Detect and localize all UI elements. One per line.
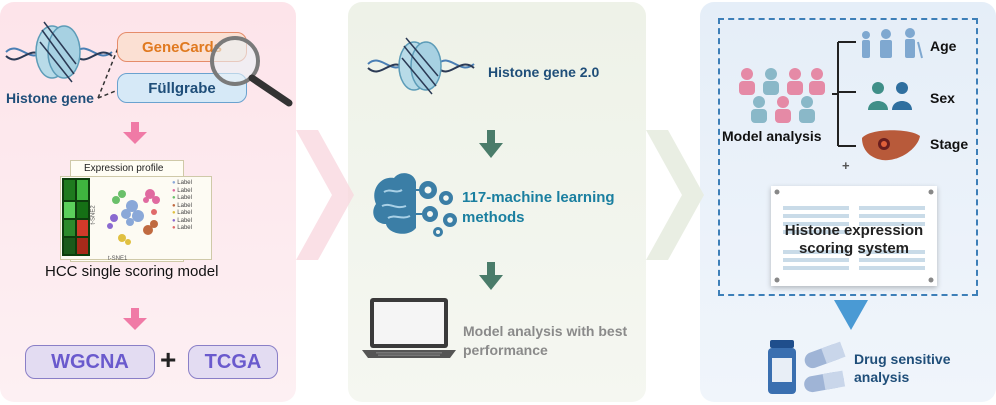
plus-sign: +: [842, 158, 850, 173]
magnifier-icon: [210, 36, 293, 107]
sex-group-icon: [868, 82, 912, 110]
heatmap-strip: [62, 178, 90, 256]
tcga-box: TCGA: [188, 345, 278, 379]
plus-sign: +: [160, 344, 177, 375]
dashed-connector: [97, 47, 119, 99]
ml-methods-line2: methods: [462, 209, 525, 226]
laptop-icon: [362, 298, 456, 358]
ml-methods-line1: 117-machine learning: [462, 189, 615, 206]
legend-item: ● Label: [172, 187, 192, 194]
best-performance-line1: Model analysis with best: [463, 323, 628, 339]
arrow-down-icon: [479, 130, 503, 158]
legend-item: ● Label: [172, 225, 192, 231]
best-performance-label: Model analysis with best performance: [463, 322, 627, 360]
arrow-down-icon: [123, 308, 147, 330]
model-analysis-frame: [718, 18, 978, 296]
histone-gene-2-label: Histone gene 2.0: [488, 64, 600, 80]
legend-item: ● Label: [172, 210, 192, 216]
nucleosome-icon: [367, 37, 475, 95]
legend-item-label: Label: [177, 202, 192, 209]
legend-item-label: Label: [177, 217, 192, 224]
age-label: Age: [930, 38, 957, 54]
wgcna-box: WGCNA: [25, 345, 155, 379]
model-analysis-label: Model analysis: [722, 128, 822, 144]
patient-group-icon: [739, 68, 825, 123]
scoring-system-label: Histone expression scoring system: [771, 222, 937, 258]
age-group-icon: [862, 28, 923, 59]
legend-item-label: Label: [177, 180, 192, 186]
legend-item-label: Label: [177, 210, 192, 216]
expression-profile-title: Expression profile: [84, 163, 164, 174]
legend-item: ● Label: [172, 202, 192, 209]
bracket: [832, 41, 856, 147]
arrow-down-icon: [834, 300, 868, 330]
tsne-scatter: [107, 189, 160, 245]
arrow-down-icon: [123, 122, 147, 144]
liver-icon: [862, 130, 920, 161]
tsne-ylabel: t-SNE2: [90, 205, 97, 225]
best-performance-line2: performance: [463, 342, 548, 358]
brain-gears-icon: [373, 173, 457, 237]
chevron-right-icon: [646, 130, 704, 260]
legend-item-label: Label: [177, 187, 192, 194]
legend-item: ● Label: [172, 180, 192, 186]
scoring-line1: Histone expression: [784, 222, 924, 239]
drug-line1: Drug sensitive: [854, 351, 951, 367]
drug-icon: [768, 340, 846, 394]
chevron-right-icon: [296, 130, 354, 260]
hcc-model-label: HCC single scoring model: [45, 263, 219, 280]
drug-sensitive-label: Drug sensitive analysis: [854, 350, 950, 386]
tsne-xlabel: t-SNE1: [108, 256, 128, 262]
drug-line2: analysis: [854, 369, 910, 385]
tsne-legend: ● Label ● Label ● Label ● Label ● Label …: [172, 180, 206, 233]
nucleosome-icon: [5, 21, 113, 83]
scoring-line2: scoring system: [798, 240, 910, 257]
fullgrabe-box: Füllgrabe: [117, 73, 247, 103]
legend-item: ● Label: [172, 195, 192, 201]
histone-gene-label: Histone gene: [6, 90, 94, 106]
arrow-down-icon: [479, 262, 503, 290]
ml-methods-label: 117-machine learning methods: [462, 188, 615, 228]
stage-label: Stage: [930, 136, 969, 152]
legend-item: ● Label: [172, 217, 192, 224]
scoring-board-decoration: [774, 189, 934, 283]
sex-label: Sex: [930, 90, 955, 106]
legend-item-label: Label: [177, 225, 192, 231]
legend-item-label: Label: [177, 195, 192, 201]
